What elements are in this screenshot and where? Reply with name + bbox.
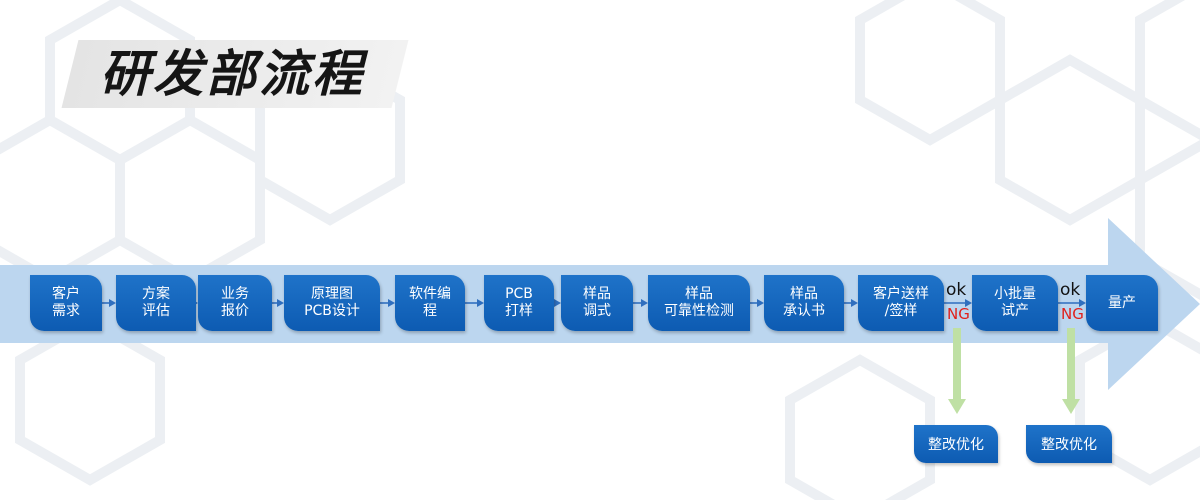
step-label-line1: 业务 [221,286,249,302]
connector-arrowhead [1079,299,1086,307]
step-label-line1: 方案 [142,286,170,302]
ng-feedback-arrowhead [1062,399,1080,414]
step-label-line1: 量产 [1108,294,1136,311]
process-step: 客户需求 [30,275,102,331]
step-label-line2: /签样 [884,303,918,319]
connector-arrowhead [477,299,484,307]
step-label-line2: 需求 [52,303,80,319]
step-label-line2: 打样 [505,303,533,319]
ok-label: ok [946,280,967,300]
ng-label: NG [947,305,970,323]
ng-label: NG [1061,305,1084,323]
process-step: 样品可靠性检测 [648,275,750,331]
process-step: 业务报价 [198,275,272,331]
process-step: 方案评估 [116,275,196,331]
process-step: 样品承认书 [764,275,844,331]
process-step: 客户送样/签样 [858,275,944,331]
step-label-line2: 程 [423,303,437,319]
connector-arrowhead [965,299,972,307]
connector-arrowhead [641,299,648,307]
step-label-line2: PCB设计 [304,303,360,319]
connector-arrowhead [277,299,284,307]
step-label-line1: PCB [505,286,533,302]
connector-arrowhead [851,299,858,307]
process-step: 小批量试产 [972,275,1058,331]
connector-arrowhead [757,299,764,307]
step-label-line2: 评估 [142,303,170,319]
ng-feedback-shaft [1067,328,1075,400]
step-label-line1: 小批量 [994,286,1036,302]
ng-feedback-shaft [953,328,961,400]
step-label-line2: 报价 [221,303,249,319]
step-label-line2: 承认书 [783,303,825,319]
process-step: 样品调式 [561,275,633,331]
page-title: 研发部流程 [100,45,365,103]
step-label-line2: 可靠性检测 [664,303,734,319]
step-label-line1: 软件编 [409,286,451,302]
step-label-line1: 样品 [685,286,713,302]
step-label-line2: 调式 [583,303,611,319]
ng-feedback-arrowhead [948,399,966,414]
step-label-line1: 客户 [52,286,80,302]
step-label-line2: 试产 [1001,303,1029,319]
step-label-line1: 原理图 [310,286,353,302]
step-label-line1: 客户送样 [873,286,929,302]
connector-arrowhead [388,299,395,307]
ok-label: ok [1060,280,1081,300]
fix-optimize-box: 整改优化 [1026,425,1112,463]
connector-arrowhead [109,299,116,307]
process-step: 软件编程 [395,275,465,331]
connector-arrowhead [554,299,561,307]
step-label-line1: 样品 [583,286,611,302]
process-step: 量产 [1086,275,1158,331]
step-label-line1: 样品 [790,286,818,302]
fix-optimize-box: 整改优化 [914,425,998,463]
